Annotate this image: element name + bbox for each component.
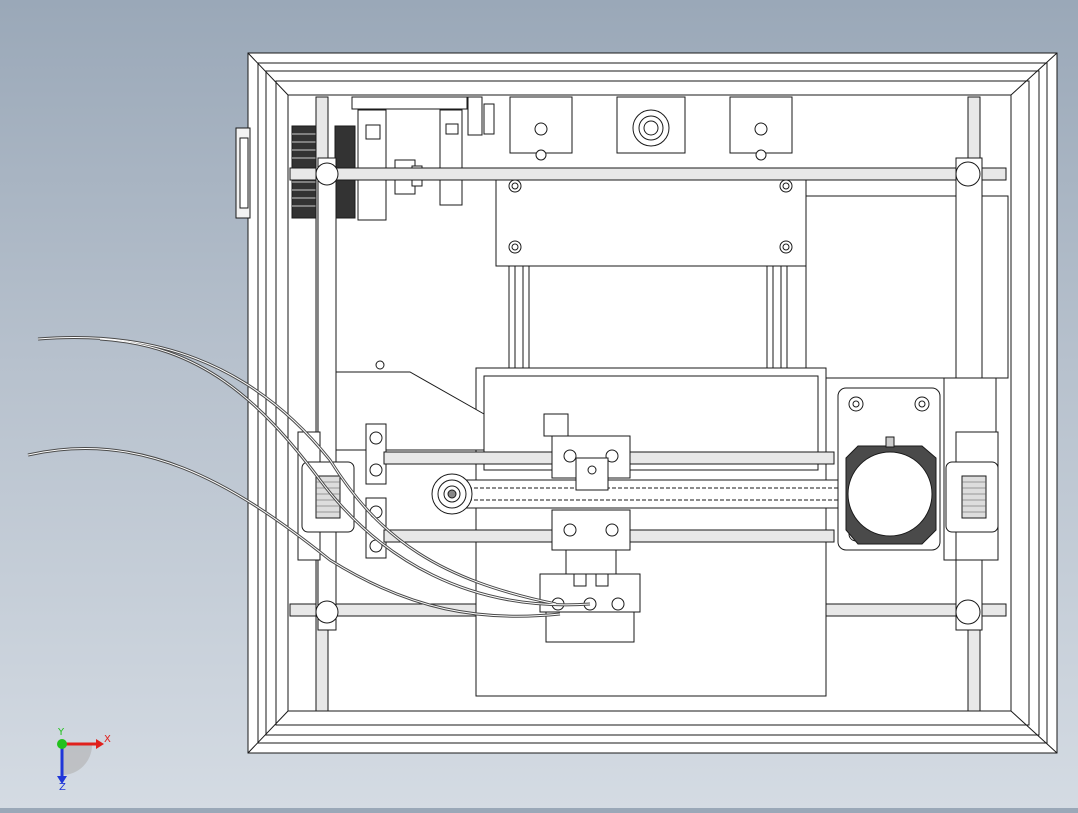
top-carriage-plate[interactable] bbox=[495, 96, 807, 267]
stepper-motor-icon[interactable] bbox=[837, 387, 941, 551]
right-y-carriage[interactable] bbox=[943, 377, 999, 561]
triad-x-label: X bbox=[104, 734, 111, 745]
x-carriage[interactable] bbox=[543, 413, 631, 591]
triad-z-label: Z bbox=[59, 782, 66, 793]
triad-y-label: Y bbox=[58, 727, 65, 738]
hotend-head[interactable] bbox=[539, 573, 641, 643]
coordinate-triad bbox=[57, 739, 104, 784]
top-left-bracket[interactable] bbox=[351, 96, 495, 221]
x-belt bbox=[431, 473, 841, 515]
